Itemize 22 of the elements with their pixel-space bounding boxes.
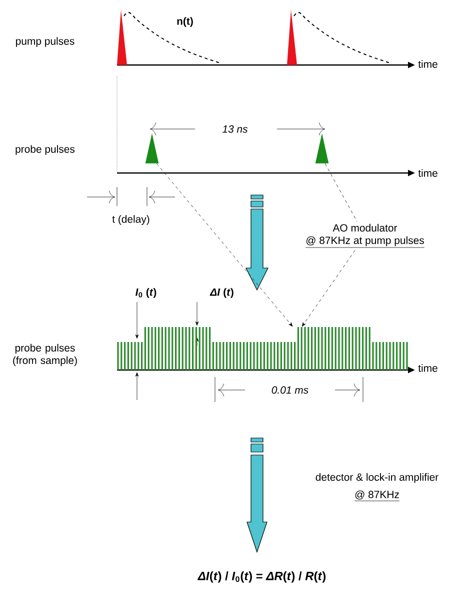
axis-label: time: [418, 169, 438, 177]
leader-line: [156, 163, 293, 327]
axis-label: time: [418, 60, 438, 68]
label-text: probe pulses (from sample): [13, 344, 77, 366]
label-text: n(t): [177, 17, 193, 27]
triangle-pulse: [315, 133, 329, 164]
dimension-label: 13 ns: [221, 124, 249, 134]
label-text: I$_{0}$ (t): [136, 288, 156, 298]
leader-line: [324, 163, 358, 222]
label-text: probe pulses: [16, 145, 75, 155]
label-text: ΔI (t): [210, 288, 234, 298]
label-text: detector & lock-in amplifier: [316, 473, 438, 483]
dimension-label: 0.01 ms: [270, 385, 310, 395]
formula-text: ΔI(t) / I$_{0}$(t) = ΔR(t) / R(t): [198, 571, 326, 583]
axis-label: time: [418, 364, 438, 372]
label-text: @ 87KHz: [354, 490, 400, 502]
label-text: pump pulses: [16, 37, 74, 47]
dimension-label: t (delay): [112, 215, 150, 225]
triangle-pulse: [145, 133, 159, 164]
annotation-text: AO modulator @ 87KHz at pump pulses: [305, 224, 425, 248]
leader-line: [302, 250, 356, 327]
pulse-train-drawing: [117, 327, 408, 370]
